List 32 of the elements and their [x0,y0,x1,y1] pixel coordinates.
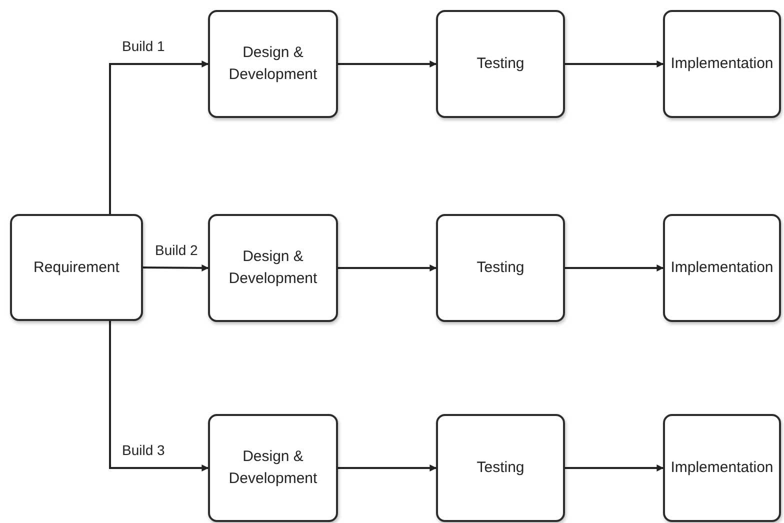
arrow [338,264,437,272]
arrow [338,60,437,68]
arrow [565,264,664,272]
node-label: Implementation [670,54,774,74]
node-label: Testing [476,258,526,278]
process-box [208,10,338,118]
process-box [436,10,565,118]
process-box [436,214,565,322]
node-label: Testing [476,458,526,478]
arrow [565,464,664,472]
process-box [663,414,781,522]
process-box [663,10,781,118]
arrow [109,321,209,472]
process-box [436,414,565,522]
edge-label: Build 2 [153,242,200,258]
process-box [208,414,338,522]
process-box [10,214,143,321]
node-label: Design & Development [228,43,318,85]
node-label: Implementation [670,458,774,478]
edge-label: Build 3 [120,442,167,458]
node-label: Testing [476,54,526,74]
edge-label: Build 1 [120,38,167,54]
process-box [663,214,781,322]
arrow [338,464,437,472]
arrow [143,264,209,272]
node-label: Requirement [32,258,120,278]
arrow [565,60,664,68]
node-label: Implementation [670,258,774,278]
arrow [109,60,209,214]
node-label: Design & Development [228,447,318,489]
process-box [208,214,338,322]
node-label: Design & Development [228,247,318,289]
